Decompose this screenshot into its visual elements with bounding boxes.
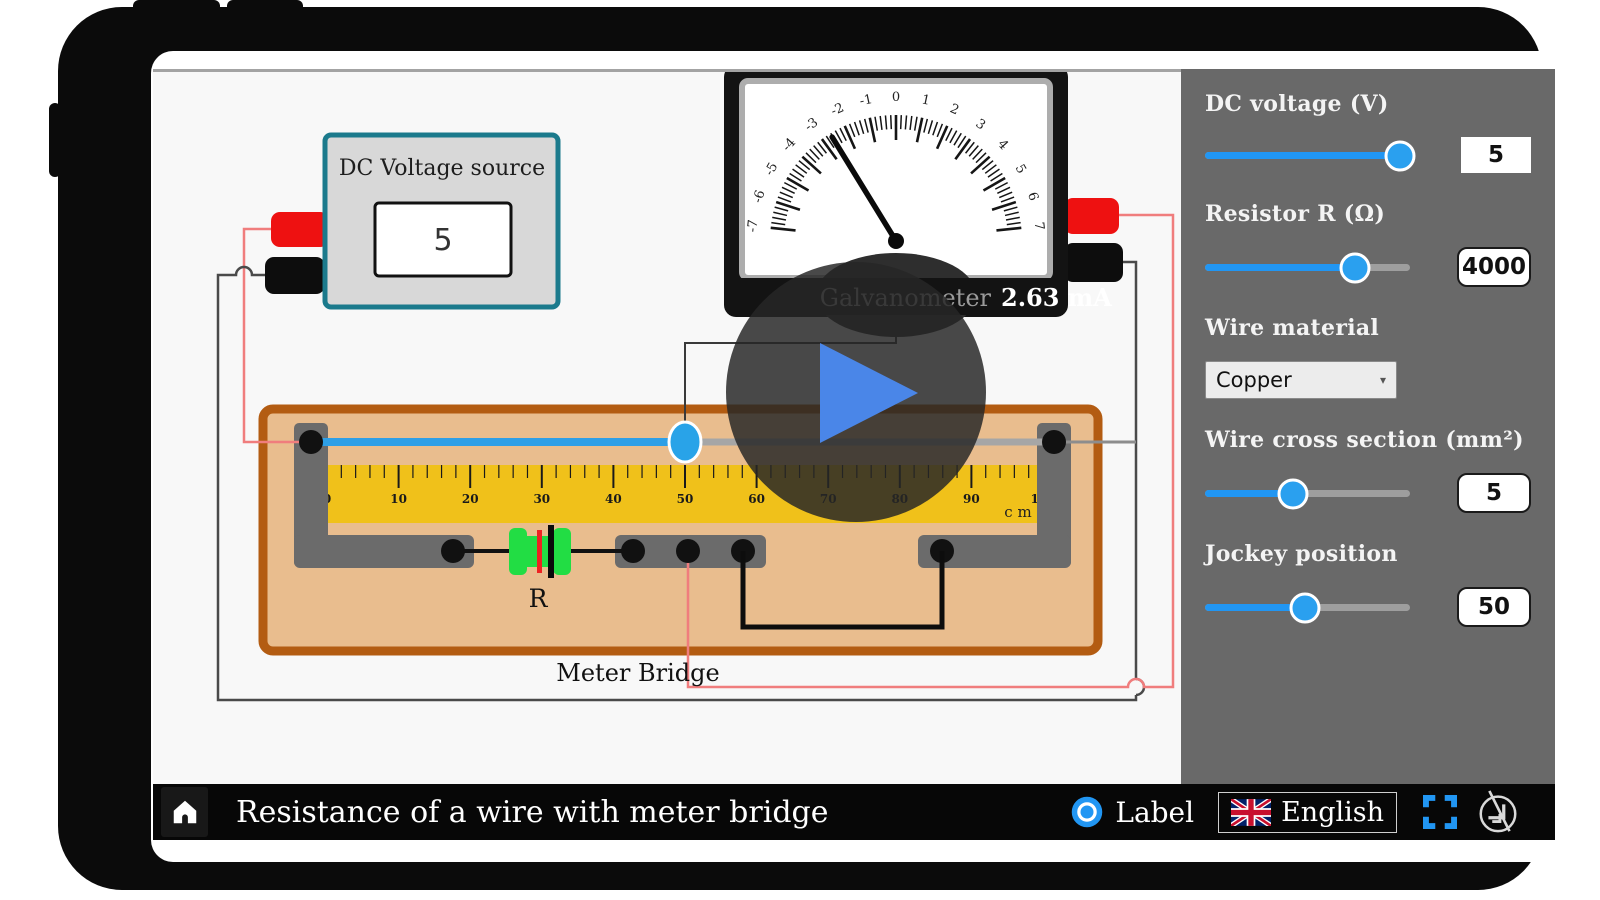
- wire-material-select[interactable]: Copper ▾: [1205, 361, 1397, 399]
- page-title: Resistance of a wire with meter bridge: [236, 794, 829, 830]
- svg-text:1: 1: [920, 92, 931, 108]
- slider-thumb[interactable]: [1339, 252, 1371, 283]
- svg-text:50: 50: [677, 492, 694, 506]
- dc-source-title: DC Voltage source: [339, 156, 545, 181]
- label-radio-icon: [1072, 796, 1103, 828]
- rotate-lock-button[interactable]: [1475, 789, 1521, 835]
- tablet-screen: 0102030405060708090100 c m: [151, 51, 1568, 862]
- jockey-position-value[interactable]: 50: [1457, 587, 1531, 627]
- wire-cross-section-label: Wire cross section (mm²): [1205, 427, 1524, 453]
- wire-material-value: Copper: [1216, 368, 1292, 392]
- strip-terminal: [676, 539, 700, 563]
- controls-sidebar: DC voltage (V) 5 Resistor R (Ω): [1181, 69, 1555, 784]
- fullscreen-icon: [1423, 795, 1457, 829]
- language-selector[interactable]: English: [1218, 791, 1397, 833]
- svg-text:-1: -1: [858, 92, 874, 109]
- galvanometer-negative-terminal: [1064, 243, 1123, 282]
- dc-source-display: [373, 201, 513, 278]
- resistor-label: Resistor R (Ω): [1205, 201, 1386, 227]
- dc-source-value: 5: [433, 223, 452, 258]
- dc-negative-terminal: [265, 257, 325, 294]
- right-foot-strip: [918, 535, 1071, 568]
- chevron-down-icon: ▾: [1379, 373, 1386, 387]
- shorting-wire: [740, 551, 945, 630]
- resistor-band-red: [537, 530, 542, 573]
- svg-text:-6: -6: [750, 188, 768, 205]
- play-icon[interactable]: [820, 343, 918, 443]
- wire-cross-section-value[interactable]: 5: [1457, 473, 1531, 513]
- svg-text:7: 7: [1031, 221, 1047, 231]
- dc-voltage-slider[interactable]: [1205, 140, 1416, 171]
- bridge-right-terminal: [1042, 430, 1066, 454]
- rotate-lock-icon: [1479, 790, 1517, 833]
- jockey-position-slider[interactable]: [1205, 592, 1410, 623]
- dc-voltage-label: DC voltage (V): [1205, 91, 1389, 117]
- simulation-canvas[interactable]: 0102030405060708090100 c m: [153, 72, 1181, 840]
- slider-thumb[interactable]: [1277, 478, 1309, 509]
- play-overlay[interactable]: [726, 262, 986, 522]
- svg-text:-2: -2: [829, 100, 847, 119]
- language-text: English: [1281, 796, 1384, 828]
- strip-terminal: [621, 539, 645, 563]
- resistor-slider[interactable]: [1205, 252, 1410, 283]
- label-toggle[interactable]: Label: [1071, 796, 1194, 829]
- svg-text:90: 90: [963, 492, 980, 506]
- red-wire-battery-to-bridge: [242, 227, 303, 444]
- galvanometer-needle: [829, 134, 899, 244]
- slider-thumb[interactable]: [1384, 140, 1416, 171]
- home-button[interactable]: [161, 787, 208, 837]
- needle-pivot: [888, 233, 904, 249]
- wire-cross-section-slider[interactable]: [1205, 478, 1410, 509]
- dc-voltage-value[interactable]: 5: [1461, 137, 1531, 173]
- svg-text:40: 40: [605, 492, 622, 506]
- fullscreen-button[interactable]: [1423, 795, 1457, 829]
- ruler-unit-label: c m: [1004, 503, 1031, 521]
- galvanometer-positive-terminal: [1064, 198, 1119, 234]
- resistor-label: R: [529, 584, 549, 613]
- home-icon: [173, 800, 196, 824]
- resistor-R: [509, 525, 571, 578]
- svg-text:0: 0: [892, 90, 900, 105]
- dc-voltage-source: DC Voltage source 5: [265, 132, 561, 310]
- svg-text:10: 10: [390, 492, 407, 506]
- svg-text:60: 60: [748, 492, 765, 506]
- wire-material-label: Wire material: [1205, 315, 1380, 341]
- left-foot-strip: [294, 535, 474, 568]
- meter-bridge-label: Meter Bridge: [556, 659, 719, 687]
- svg-text:30: 30: [533, 492, 550, 506]
- jockey-position-label: Jockey position: [1205, 541, 1398, 567]
- galvanometer-reading: 2.63 mA: [1001, 283, 1112, 312]
- app-top-divider: [153, 69, 1555, 72]
- tablet-frame: 0102030405060708090100 c m: [58, 7, 1568, 890]
- red-wire-galvanometer-to-strip: [686, 213, 1175, 689]
- svg-text:-7: -7: [745, 219, 761, 233]
- resistor-value[interactable]: 4000: [1457, 247, 1531, 287]
- jockey-handle[interactable]: [667, 420, 703, 464]
- slider-thumb[interactable]: [1289, 592, 1321, 623]
- label-toggle-text: Label: [1115, 795, 1195, 829]
- left-post: [294, 423, 328, 567]
- uk-flag-icon: [1231, 798, 1272, 826]
- resistor-band-black: [548, 525, 554, 578]
- strip-terminal: [441, 539, 465, 563]
- svg-text:20: 20: [462, 492, 479, 506]
- right-post: [1037, 423, 1071, 567]
- simulation-app: 0102030405060708090100 c m: [153, 69, 1555, 840]
- bridge-left-terminal: [299, 430, 323, 454]
- dc-positive-terminal: [271, 212, 329, 247]
- bottom-bar: Resistance of a wire with meter bridge L…: [153, 784, 1555, 840]
